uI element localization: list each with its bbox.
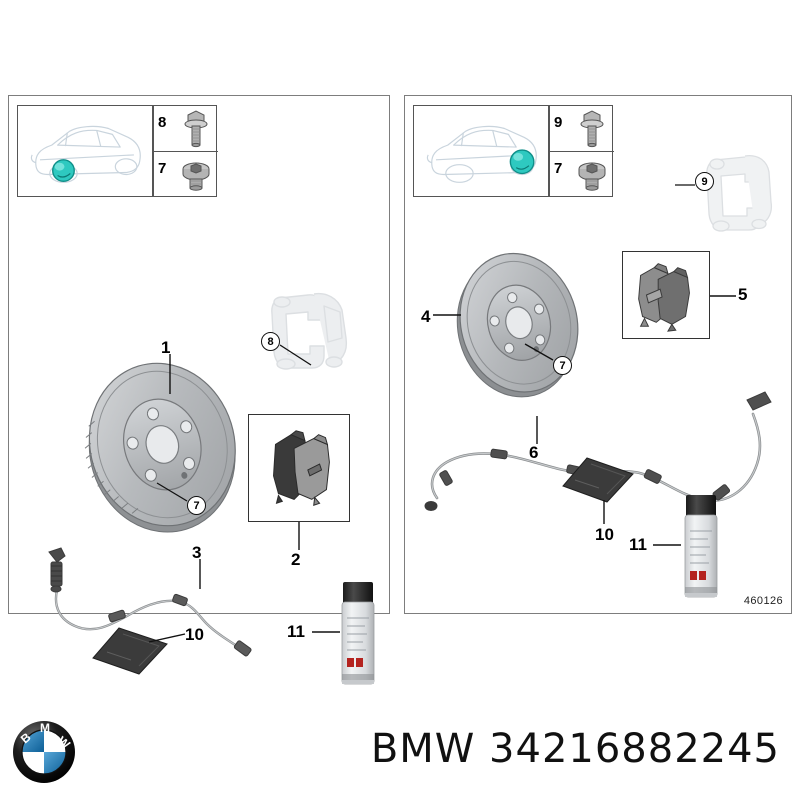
callout-9: 9 [695, 172, 714, 191]
leader-line-7-rear [524, 343, 554, 361]
hex-flange-bolt-icon [184, 110, 208, 148]
vehicle-inset-front [17, 105, 153, 197]
brake-pad-wear-sensor-front [48, 547, 252, 657]
item-label-10-front: 10 [185, 625, 204, 644]
callout-8: 8 [261, 332, 280, 351]
leader-line-1 [169, 354, 171, 394]
brake-pad-box-rear [622, 251, 710, 339]
hex-socket-plug-icon [182, 162, 210, 191]
item-label-11-front: 11 [287, 622, 305, 641]
item-label-2: 2 [291, 550, 301, 569]
hardware-number-7: 7 [158, 160, 167, 177]
hardware-cell-9: 9 [550, 106, 614, 152]
leader-line-7-front [156, 482, 188, 502]
leader-line-4 [433, 314, 461, 316]
item-label-3: 3 [192, 543, 202, 562]
item-label-1: 1 [161, 338, 171, 357]
hardware-inset-front: 8 7 [153, 105, 218, 198]
grease-sachet-front [92, 627, 168, 675]
leader-line-8 [279, 344, 312, 366]
callout-7-disc-rear: 7 [553, 356, 572, 375]
front-wheel-highlight [52, 159, 75, 183]
item-label-5: 5 [738, 285, 748, 304]
brake-disc-ventilated [84, 362, 236, 533]
hardware-cell-7: 7 [154, 152, 218, 198]
brake-pad-set-front [273, 430, 330, 506]
brake-pad-wear-sensor-rear [424, 391, 772, 511]
hardware-cell-8: 8 [154, 106, 218, 152]
car-3quarter-icon [426, 125, 537, 183]
rear-wheel-highlight [509, 149, 535, 175]
leader-line-9 [675, 184, 695, 186]
hardware-inset-rear: 9 7 [549, 105, 614, 198]
hardware-number-8: 8 [158, 114, 167, 131]
car-3quarter-icon [30, 125, 141, 183]
callout-7-disc-front: 7 [187, 496, 206, 515]
leader-line-6 [536, 416, 538, 444]
leader-line-10-front [148, 633, 186, 643]
svg-text:M: M [40, 721, 50, 735]
hardware-cell-7: 7 [550, 152, 614, 198]
grease-sachet-rear [562, 457, 634, 503]
brake-disc-solid [456, 252, 579, 398]
hex-flange-bolt-icon [580, 110, 604, 148]
item-label-6: 6 [529, 443, 539, 462]
spray-can-rear [684, 495, 718, 598]
item-label-10-rear: 10 [595, 525, 614, 544]
bmw-roundel-logo: B M W [13, 721, 75, 783]
brake-pad-box-front [248, 414, 350, 522]
item-label-4: 4 [421, 307, 431, 326]
caliper-carrier-bracket-rear [706, 154, 773, 232]
item-label-11-rear: 11 [629, 535, 647, 554]
brake-pad-set-rear [638, 263, 690, 332]
panel-rear-axle: 9 7 [404, 95, 792, 614]
hardware-number-9: 9 [554, 114, 563, 131]
hardware-number-7: 7 [554, 160, 563, 177]
leader-line-11-front [312, 631, 340, 633]
leader-line-3 [199, 559, 201, 589]
part-number-caption: BMW 34216882245 [370, 726, 780, 772]
leader-line-10-rear [603, 500, 605, 524]
hex-socket-plug-icon [578, 162, 606, 191]
vehicle-inset-rear [413, 105, 549, 197]
leader-line-11-rear [653, 544, 681, 546]
diagram-reference-number: 460126 [743, 595, 783, 607]
leader-line-5 [710, 295, 736, 297]
panel-front-axle: 8 7 [8, 95, 390, 685]
caliper-carrier-bracket-front [271, 292, 348, 370]
leader-line-2 [298, 522, 300, 550]
spray-can-front [341, 582, 375, 685]
